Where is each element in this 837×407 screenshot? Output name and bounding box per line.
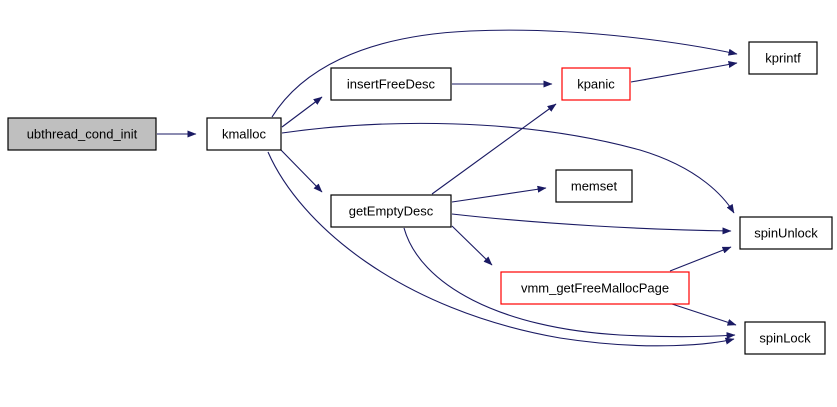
edge-vmm_getFreeMallocPage-to-spinLock [671, 303, 737, 326]
node-box-getEmptyDesc[interactable] [330, 194, 452, 228]
edge-kmalloc-to-kprintf [271, 29, 738, 118]
node-box-memset[interactable] [555, 169, 633, 203]
edge-getEmptyDesc-to-vmm_getFreeMallocPage [451, 225, 493, 266]
node-box-ubthread_cond_init[interactable] [7, 117, 157, 151]
edge-getEmptyDesc-to-kpanic [431, 103, 557, 195]
node-ubthread_cond_init[interactable]: ubthread_cond_init [7, 117, 157, 151]
edge-kpanic-to-kprintf [630, 61, 738, 83]
node-box-spinLock[interactable] [744, 321, 826, 355]
edge-kmalloc-to-spinLock [267, 151, 735, 347]
node-kpanic[interactable]: kpanic [561, 67, 631, 101]
node-box-spinUnlock[interactable] [739, 216, 833, 250]
node-getEmptyDesc[interactable]: getEmptyDesc [330, 194, 452, 228]
edge-getEmptyDesc-to-spinUnlock [451, 213, 732, 235]
node-box-kpanic[interactable] [561, 67, 631, 101]
node-box-kprintf[interactable] [748, 41, 818, 75]
nodes-layer: ubthread_cond_init kmalloc insertFreeDesc k… [7, 41, 833, 355]
node-spinUnlock[interactable]: spinUnlock [739, 216, 833, 250]
edge-getEmptyDesc-to-spinLock [403, 227, 736, 340]
node-kprintf[interactable]: kprintf [748, 41, 818, 75]
edge-getEmptyDesc-to-memset [451, 185, 547, 203]
node-spinLock[interactable]: spinLock [744, 321, 826, 355]
node-memset[interactable]: memset [555, 169, 633, 203]
node-box-insertFreeDesc[interactable] [330, 67, 452, 101]
node-box-kmalloc[interactable] [206, 117, 282, 151]
node-kmalloc[interactable]: kmalloc [206, 117, 282, 151]
node-insertFreeDesc[interactable]: insertFreeDesc [330, 67, 452, 101]
edges-layer [157, 29, 738, 347]
edge-kmalloc-to-getEmptyDesc [279, 148, 323, 193]
edge-vmm_getFreeMallocPage-to-spinUnlock [669, 246, 732, 272]
node-box-vmm_getFreeMallocPage[interactable] [500, 271, 690, 305]
edge-kmalloc-to-spinUnlock [281, 122, 735, 214]
node-vmm_getFreeMallocPage[interactable]: vmm_getFreeMallocPage [500, 271, 690, 305]
edge-kmalloc-to-insertFreeDesc [281, 96, 323, 128]
